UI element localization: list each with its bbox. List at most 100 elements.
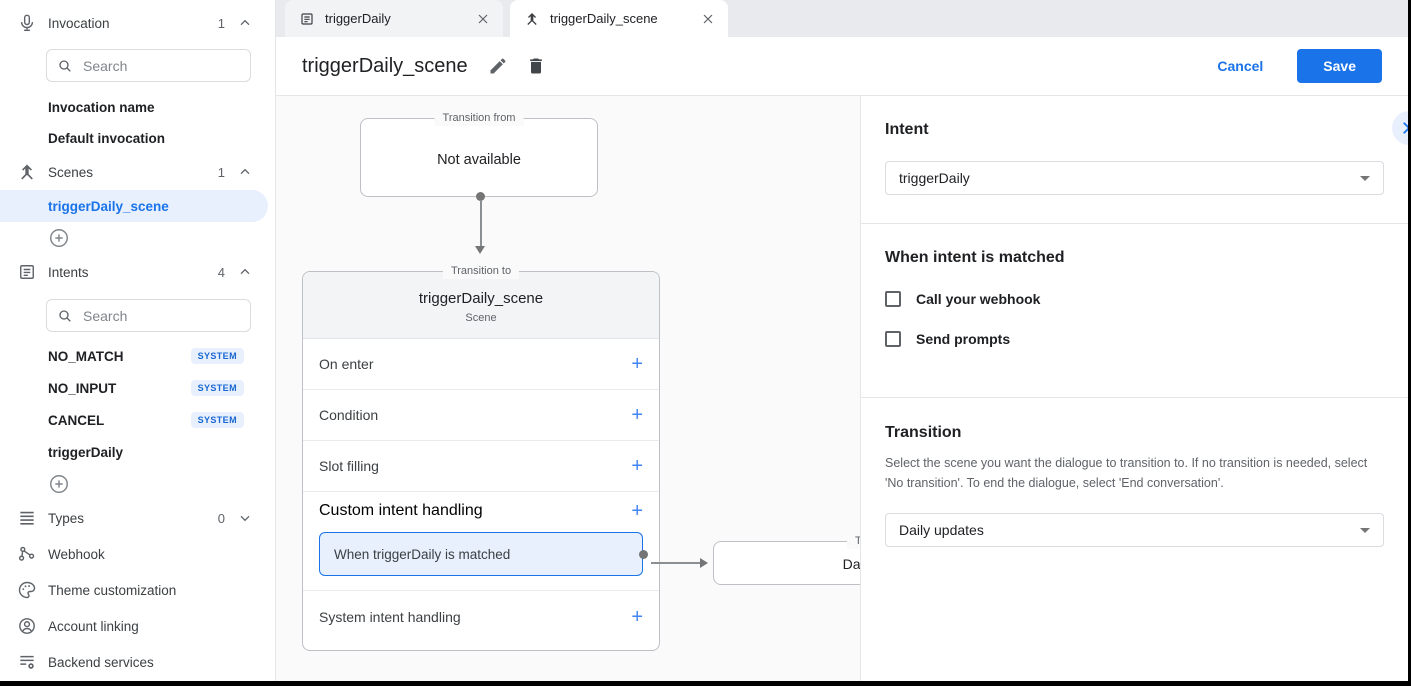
invocation-search-input[interactable] (83, 57, 240, 74)
intent-editor-panel: Intent triggerDaily When intent is match… (860, 96, 1411, 681)
call-webhook-checkbox-row[interactable]: Call your webhook (885, 291, 1384, 307)
selected-scene-label: triggerDaily_scene (48, 198, 169, 214)
add-intent-button[interactable] (48, 473, 70, 495)
intents-search[interactable] (46, 299, 251, 332)
sidebar-section-types[interactable]: Types 0 (0, 505, 275, 531)
intents-search-input[interactable] (83, 307, 240, 324)
scene-row-on-enter[interactable]: On enter + (303, 339, 659, 390)
chevron-up-icon[interactable] (237, 164, 253, 180)
checkbox-label: Call your webhook (916, 291, 1041, 307)
transition-heading: Transition (885, 424, 962, 441)
system-badge: SYSTEM (190, 412, 244, 428)
sidebar-item-backend-services[interactable]: Backend services (0, 649, 275, 675)
row-label: System intent handling (319, 609, 461, 625)
add-icon[interactable]: + (631, 353, 643, 375)
node-legend: Transition from (434, 111, 524, 126)
cancel-button[interactable]: Cancel (1217, 58, 1264, 74)
edit-icon[interactable] (488, 56, 508, 76)
sidebar-section-scenes[interactable]: Scenes 1 (0, 159, 275, 185)
backend-services-icon (17, 652, 37, 672)
webhook-label: Webhook (48, 546, 105, 562)
send-prompts-checkbox-row[interactable]: Send prompts (885, 331, 1384, 347)
row-label: Condition (319, 407, 379, 423)
scene-row-slot-filling[interactable]: Slot filling + (303, 441, 659, 492)
chevron-up-icon[interactable] (237, 264, 253, 280)
sidebar-item-invocation-name[interactable]: Invocation name (48, 99, 155, 115)
intents-count: 4 (217, 264, 225, 280)
add-icon[interactable]: + (631, 404, 643, 426)
chevron-up-icon[interactable] (237, 15, 253, 31)
row-label: Slot filling (319, 458, 379, 474)
sidebar-item-triggerdaily[interactable]: triggerDaily (48, 444, 124, 460)
connector-line (651, 562, 700, 564)
tab-label: triggerDaily_scene (550, 11, 658, 26)
checkbox-unchecked[interactable] (885, 291, 901, 307)
scene-node-title: triggerDaily_scene (418, 290, 544, 307)
sidebar-section-invocation[interactable]: Invocation 1 (0, 10, 275, 36)
row-label: On enter (319, 356, 374, 372)
types-icon (17, 508, 37, 528)
tab-bar: triggerDaily triggerDaily_scene (276, 0, 1408, 37)
chevron-down-icon[interactable] (237, 510, 253, 526)
scene-row-system-intent-handling[interactable]: System intent handling + (303, 591, 659, 643)
add-icon[interactable]: + (631, 500, 643, 522)
intent-icon (17, 262, 37, 282)
theme-customization-label: Theme customization (48, 582, 177, 598)
invocation-search[interactable] (46, 49, 251, 82)
dropdown-caret-icon (1360, 175, 1370, 181)
transition-select[interactable]: Daily updates (885, 513, 1384, 547)
scene-node-subtitle: Scene (465, 312, 497, 324)
system-badge: SYSTEM (190, 380, 244, 396)
section-label-intents: Intents (48, 264, 89, 280)
plus-circle-icon (50, 475, 68, 493)
invocation-count: 1 (217, 15, 225, 31)
add-scene-button[interactable] (48, 227, 70, 249)
target-node-content: Daily updates (842, 556, 860, 572)
save-button[interactable]: Save (1297, 49, 1382, 83)
sidebar-item-theme-customization[interactable]: Theme customization (0, 577, 275, 603)
sidebar-item-triggerdaily-scene[interactable]: triggerDaily_scene (0, 190, 268, 222)
sidebar-item-account-linking[interactable]: Account linking (0, 613, 275, 639)
close-icon[interactable] (475, 11, 491, 27)
sidebar-item-webhook[interactable]: Webhook (0, 541, 275, 567)
intent-handler-card[interactable]: When triggerDaily is matched (319, 532, 648, 576)
handler-label: When triggerDaily is matched (334, 546, 511, 562)
daily-updates-node[interactable]: Transition to Daily updates (713, 534, 860, 585)
backend-services-label: Backend services (48, 654, 154, 670)
arrow-down-icon (475, 246, 485, 254)
scenes-count: 1 (217, 164, 225, 180)
add-icon[interactable]: + (631, 606, 643, 628)
intent-select[interactable]: triggerDaily (885, 161, 1384, 195)
sidebar-section-intents[interactable]: Intents 4 (0, 259, 275, 285)
add-icon[interactable]: + (631, 455, 643, 477)
checkbox-unchecked[interactable] (885, 331, 901, 347)
scene-row-condition[interactable]: Condition + (303, 390, 659, 441)
when-matched-heading: When intent is matched (885, 249, 1065, 266)
transition-from-node: Transition from Not available (360, 111, 598, 197)
divider (861, 397, 1408, 398)
account-icon (17, 616, 37, 636)
scene-icon (17, 162, 37, 182)
sidebar-item-no-match[interactable]: NO_MATCH (48, 348, 124, 364)
delete-icon[interactable] (526, 56, 546, 76)
intent-heading: Intent (885, 121, 929, 138)
section-label-types: Types (48, 510, 85, 526)
intent-select-value: triggerDaily (899, 170, 970, 186)
page-title: triggerDaily_scene (302, 54, 468, 77)
sidebar-item-cancel[interactable]: CANCEL (48, 412, 105, 428)
arrow-right-icon (700, 558, 708, 568)
close-icon[interactable] (700, 11, 716, 27)
custom-intent-handling-row[interactable]: Custom intent handling + (303, 492, 659, 530)
tab-triggerdaily-scene[interactable]: triggerDaily_scene (510, 0, 728, 37)
search-icon (59, 59, 71, 72)
screen-edge (0, 681, 1411, 686)
section-label-invocation: Invocation (48, 15, 110, 31)
sidebar-item-default-invocation[interactable]: Default invocation (48, 130, 166, 146)
connector-line (479, 200, 482, 246)
node-legend: Transition to (442, 264, 520, 279)
sidebar-item-no-input[interactable]: NO_INPUT (48, 380, 117, 396)
connector-dot (476, 192, 485, 201)
divider (861, 223, 1408, 224)
account-linking-label: Account linking (48, 618, 139, 634)
tab-triggerdaily[interactable]: triggerDaily (285, 0, 503, 37)
